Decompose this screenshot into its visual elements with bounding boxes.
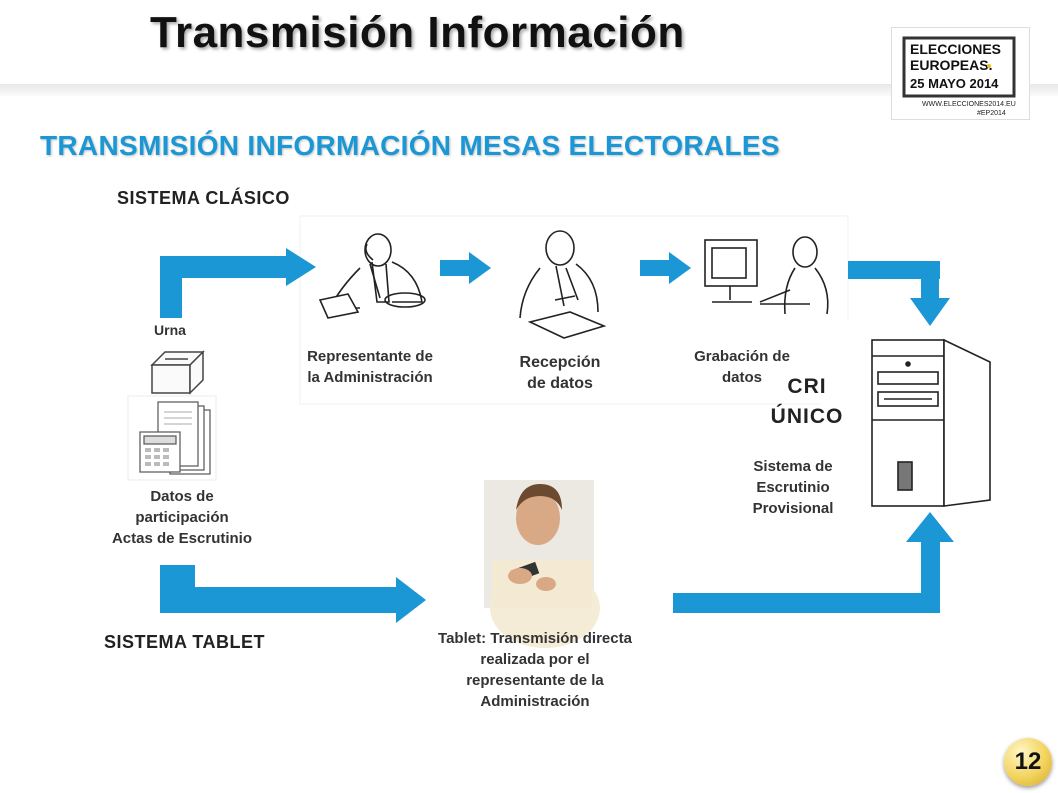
urna-label: Urna xyxy=(154,322,186,338)
urna-icon xyxy=(150,350,205,395)
page-title: Transmisión Información xyxy=(150,8,685,57)
arrow-rep-recepcion xyxy=(440,260,470,276)
arrow-clasico-head xyxy=(286,248,316,286)
cri-unico-label: CRI ÚNICO xyxy=(770,375,844,428)
datos-label: Datos de participación Actas de Escrutin… xyxy=(111,488,253,547)
arrow-clasico-horizontal xyxy=(160,256,288,278)
arrow-tablet-cri-vertical xyxy=(921,540,940,613)
tablet-user-photo xyxy=(484,480,600,648)
server-icon xyxy=(871,338,991,507)
grabacion-label: Grabación de datos xyxy=(694,348,790,386)
representante-label: Representante de la Administración xyxy=(307,348,433,386)
arrow-tablet-head xyxy=(396,577,426,623)
arrow-recepcion-grabacion-head xyxy=(669,252,691,284)
sistema-escrutinio-label: Sistema de Escrutinio Provisional xyxy=(752,458,834,517)
svg-text:25 MAYO 2014: 25 MAYO 2014 xyxy=(910,76,999,91)
documents-icon xyxy=(127,395,217,481)
arrow-grabacion-cri-vertical xyxy=(921,261,939,301)
tablet-label: Tablet: Transmisión directa realizada po… xyxy=(438,630,632,710)
representante-illustration xyxy=(318,233,426,319)
recepcion-label: Recepción de datos xyxy=(519,354,601,392)
svg-text:WWW.ELECCIONES2014.EU: WWW.ELECCIONES2014.EU xyxy=(922,101,1016,108)
elecciones-europeas-logo: ELECCIONES EUROPEAS. 25 MAYO 2014 WWW.EL… xyxy=(891,27,1030,120)
header-divider xyxy=(0,84,1058,96)
grabacion-illustration xyxy=(704,236,829,315)
page-number-badge: 12 xyxy=(1004,738,1052,786)
arrow-tablet-cri-horizontal xyxy=(673,593,940,613)
sistema-clasico-label: SISTEMA CLÁSICO xyxy=(117,188,290,208)
arrow-tablet-cri-head xyxy=(906,512,954,542)
svg-text:#EP2014: #EP2014 xyxy=(977,110,1006,117)
svg-text:ELECCIONES: ELECCIONES xyxy=(910,41,1001,57)
sistema-tablet-label: SISTEMA TABLET xyxy=(104,632,265,652)
section-subtitle: TRANSMISIÓN INFORMACIÓN MESAS ELECTORALE… xyxy=(40,130,780,161)
flow-arrows xyxy=(160,248,954,623)
arrow-grabacion-cri-horizontal xyxy=(848,261,940,279)
svg-text:EUROPEAS.: EUROPEAS. xyxy=(910,57,992,73)
arrow-tablet-horizontal xyxy=(160,587,400,613)
arrow-recepcion-grabacion xyxy=(640,260,670,276)
recepcion-illustration xyxy=(519,230,607,339)
arrow-rep-recepcion-head xyxy=(469,252,491,284)
arrow-grabacion-cri-head xyxy=(910,298,950,326)
